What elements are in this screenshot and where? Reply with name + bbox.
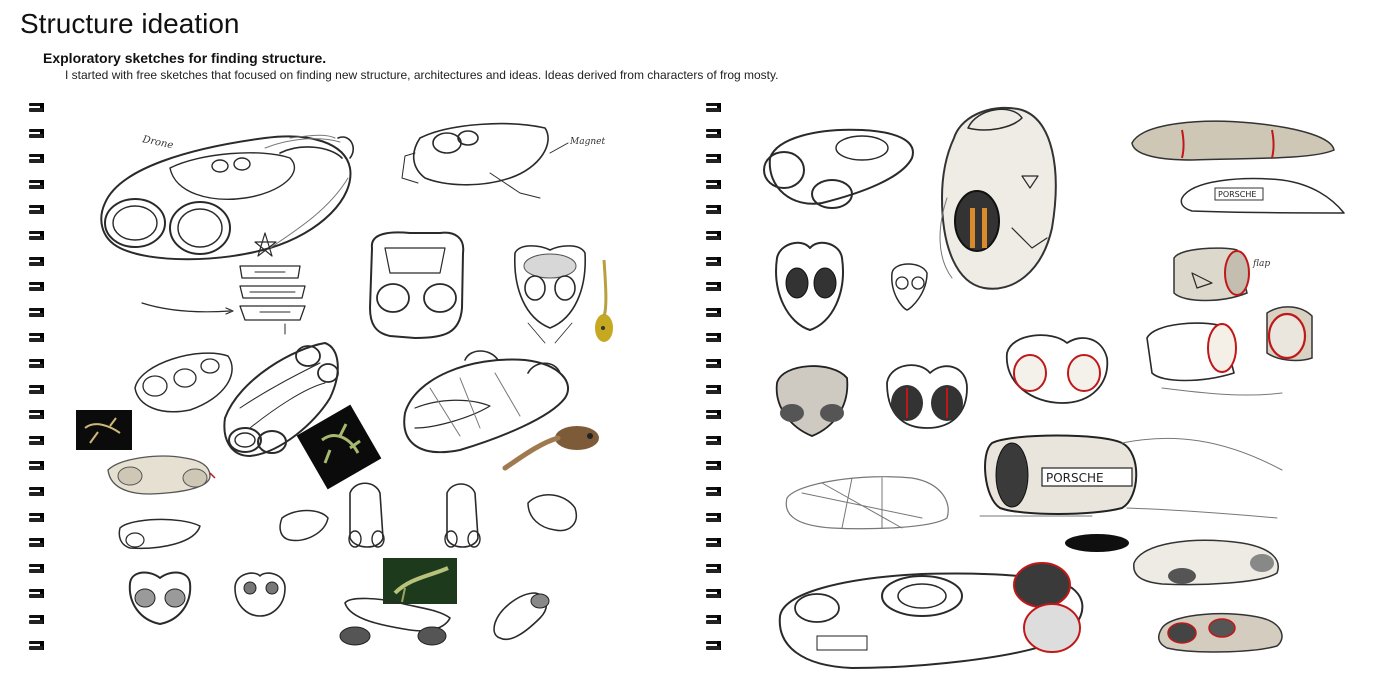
page-title: Structure ideation	[20, 8, 240, 39]
binding-ring	[706, 359, 721, 369]
frog-front-sketch	[514, 245, 586, 344]
binding-ring	[706, 307, 721, 318]
flap-annotation: flap	[1252, 259, 1270, 269]
sketchbook-page-right: PORSCHE flap P	[722, 98, 1382, 688]
binding-ring	[706, 333, 721, 343]
beige-racer-sketches	[1131, 120, 1345, 214]
binding-ring	[29, 461, 44, 471]
magnet-annotation: Magnet	[569, 137, 605, 147]
binding-ring	[29, 410, 44, 420]
binding-ring	[706, 435, 721, 446]
binding-ring	[29, 640, 44, 651]
tadpole-photo-small	[595, 259, 613, 342]
front-view-sketch	[369, 231, 465, 339]
binding-ring	[706, 282, 721, 292]
binding-ring	[706, 256, 721, 267]
binding-ring	[706, 461, 721, 471]
binding-ring	[29, 231, 44, 241]
section-subtitle: Exploratory sketches for finding structu…	[43, 50, 327, 66]
binding-ring	[706, 103, 721, 113]
binding-ring	[29, 359, 44, 369]
pod-sketch-topview	[134, 352, 233, 413]
red-rim-pods	[1146, 306, 1313, 396]
binding-ring	[29, 282, 44, 292]
binding-ring	[706, 589, 721, 599]
binding-ring	[29, 256, 44, 267]
binding-ring	[29, 333, 44, 343]
binding-ring	[29, 538, 44, 548]
porsche-label-small: PORSCHE	[1218, 190, 1256, 199]
small-pod-row	[118, 482, 577, 550]
frog-front-views	[775, 241, 928, 331]
porsche-capsule-sketch	[979, 434, 1283, 519]
binding-ring	[706, 538, 721, 548]
green-frog-photo	[383, 558, 457, 604]
binding-ring	[29, 205, 44, 215]
wireframe-pod-sketch	[785, 476, 949, 530]
binding-ring	[29, 589, 44, 599]
dark-pebble-photo	[1065, 534, 1129, 552]
binding-ring	[29, 487, 44, 497]
right-page-sketches: PORSCHE flap P	[763, 106, 1345, 669]
binding-ring	[29, 103, 44, 113]
frog-photo-small	[76, 410, 132, 450]
small-racer-sketches	[1133, 539, 1283, 653]
magnet-pod-sketch	[401, 122, 569, 199]
binding-ring	[706, 384, 721, 395]
tall-pod-sketch	[939, 106, 1057, 290]
frog-photo-rotated	[296, 404, 382, 490]
binding-ring	[706, 563, 721, 574]
drone-sketch	[100, 134, 354, 261]
binding-ring	[706, 640, 721, 651]
flap-pod-sketch	[1173, 247, 1250, 302]
structure-diagram	[141, 232, 306, 335]
section-description: I started with free sketches that focuse…	[65, 68, 779, 82]
binding-ring	[29, 615, 44, 625]
binding-ring	[706, 154, 721, 164]
binding-ring	[29, 512, 44, 523]
binding-ring	[29, 563, 44, 574]
dumbbell-pod-sketches	[339, 592, 550, 646]
porsche-label-main: PORSCHE	[1046, 471, 1104, 485]
binding-ring	[706, 512, 721, 523]
binding-ring	[29, 128, 44, 139]
large-drone-bottom	[778, 562, 1084, 669]
left-page-sketches: Drone Magnet	[76, 122, 613, 646]
sketchbook-page-left: Drone Magnet	[50, 98, 690, 688]
binding-ring	[29, 154, 44, 164]
grey-front-pods	[775, 334, 1109, 437]
frog-face-pods	[128, 571, 286, 625]
binding-ring	[29, 435, 44, 446]
frog-drone-sketch-1	[223, 342, 339, 457]
beige-pod-sketch	[107, 455, 216, 495]
binding-ring	[29, 384, 44, 395]
binding-ring	[706, 615, 721, 625]
tadpole-photo	[502, 426, 599, 471]
binding-ring	[706, 487, 721, 497]
binding-ring	[29, 307, 44, 318]
binding-ring	[706, 231, 721, 241]
binding-ring	[29, 179, 44, 190]
large-pod-sketch	[403, 350, 570, 454]
binding-ring	[706, 179, 721, 190]
drone-annotation: Drone	[140, 134, 174, 151]
binding-ring	[706, 128, 721, 139]
binding-ring	[706, 205, 721, 215]
goggle-pod-sketch	[763, 128, 914, 209]
binding-ring	[706, 410, 721, 420]
